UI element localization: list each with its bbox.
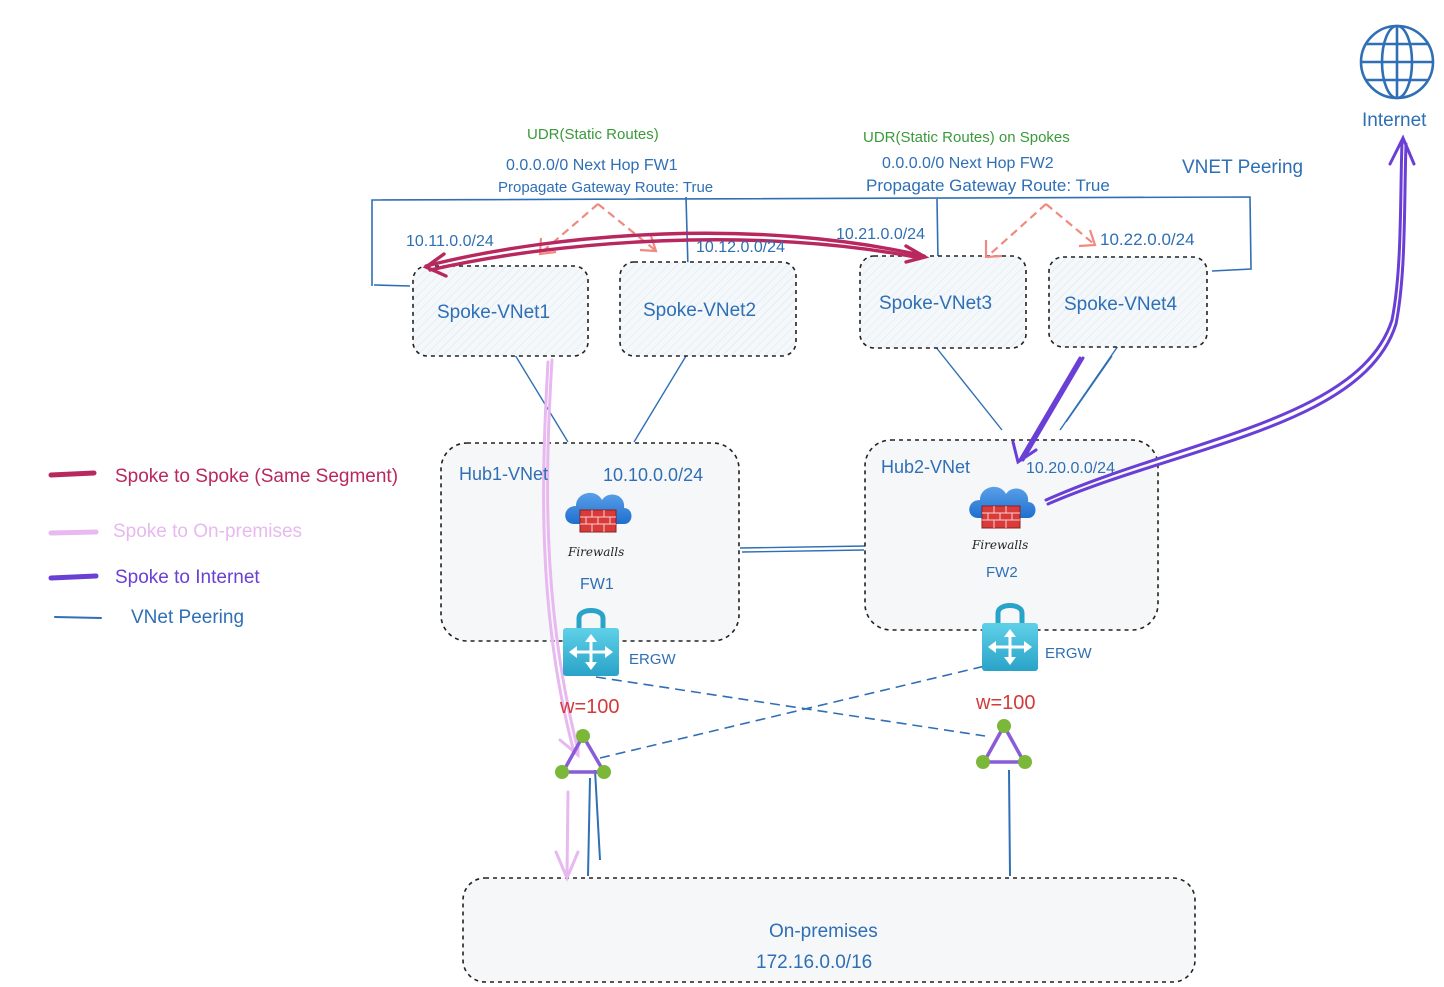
ergw2-label: ERGW (1045, 645, 1093, 662)
ergw-2-icon (982, 603, 1038, 671)
weight1-label: w=100 (559, 696, 620, 718)
hub1-name: Hub1-VNet (459, 464, 548, 484)
legend-swatch-spoke-to-internet (48, 573, 99, 581)
legend-label-spoke-to-spoke: Spoke to Spoke (Same Segment) (115, 466, 398, 487)
udr2-title: UDR(Static Routes) on Spokes (863, 129, 1070, 146)
onprem-name: On-premises (769, 921, 878, 942)
spoke-vnet2-box[interactable] (619, 261, 797, 357)
spoke-vnet1-box[interactable] (412, 265, 589, 357)
internet-label: Internet (1362, 110, 1427, 131)
hub2-name: Hub2-VNet (881, 457, 970, 477)
udr1-title: UDR(Static Routes) (527, 126, 659, 143)
udr1-propagate: Propagate Gateway Route: True (498, 179, 713, 196)
weight2-label: w=100 (975, 692, 1036, 714)
er-circuit-2-icon (976, 719, 1032, 769)
er-onprem-lines (587, 769, 1011, 877)
legend-label-spoke-to-onprem: Spoke to On-premises (113, 521, 302, 542)
hub2-vnet-box[interactable] (864, 439, 1159, 631)
legend (48, 470, 102, 619)
udr2-propagate: Propagate Gateway Route: True (866, 176, 1110, 195)
spoke3-name: Spoke-VNet3 (879, 293, 992, 314)
hub2-cidr: 10.20.0.0/24 (1026, 460, 1115, 477)
vnet-peering-label: VNET Peering (1182, 157, 1303, 178)
onprem-cidr: 172.16.0.0/16 (756, 952, 872, 973)
fw2-label: FW2 (986, 564, 1018, 581)
legend-swatch-spoke-to-onprem (48, 529, 99, 536)
ergw1-label: ERGW (629, 651, 677, 668)
spoke-vnet4-box[interactable] (1048, 256, 1208, 348)
spoke4-cidr: 10.22.0.0/24 (1100, 230, 1195, 249)
er-circuit-1-icon (555, 729, 611, 779)
spoke-vnet3-box[interactable] (859, 255, 1027, 349)
spoke2-name: Spoke-VNet2 (643, 300, 756, 321)
spoke1-name: Spoke-VNet1 (437, 302, 550, 323)
spoke-to-onprem-path (542, 358, 580, 882)
legend-label-spoke-to-internet: Spoke to Internet (115, 567, 260, 588)
legend-swatch-spoke-to-spoke (48, 470, 97, 478)
er-cross-links (595, 665, 986, 759)
hub1-cidr: 10.10.0.0/24 (603, 465, 703, 485)
udr2-route: 0.0.0.0/0 Next Hop FW2 (882, 155, 1054, 172)
legend-label-vnet-peering: VNet Peering (131, 607, 244, 628)
spoke1-cidr: 10.11.0.0/24 (406, 233, 494, 250)
spoke-to-internet-path (1011, 134, 1416, 506)
spoke4-name: Spoke-VNet4 (1064, 294, 1177, 315)
spoke-hub-peering-lines (511, 345, 1119, 553)
ergw-1-icon (563, 608, 619, 676)
spoke2-cidr: 10.12.0.0/24 (696, 239, 785, 256)
fw2-icon-text: Firewalls (971, 538, 1028, 552)
hub1-vnet-box[interactable] (440, 442, 740, 642)
onprem-box[interactable] (462, 877, 1196, 983)
fw1-icon-text: Firewalls (567, 545, 624, 559)
firewall-1-icon (565, 492, 632, 533)
spoke3-cidr: 10.21.0.0/24 (836, 226, 925, 243)
udr-arrows (541, 203, 1095, 257)
spoke-to-spoke-path (422, 231, 930, 278)
legend-swatch-vnet-peering (54, 616, 102, 619)
fw1-label: FW1 (580, 576, 614, 593)
firewall-2-icon (969, 486, 1036, 529)
globe-icon (1359, 24, 1435, 100)
udr1-route: 0.0.0.0/0 Next Hop FW1 (506, 157, 678, 174)
